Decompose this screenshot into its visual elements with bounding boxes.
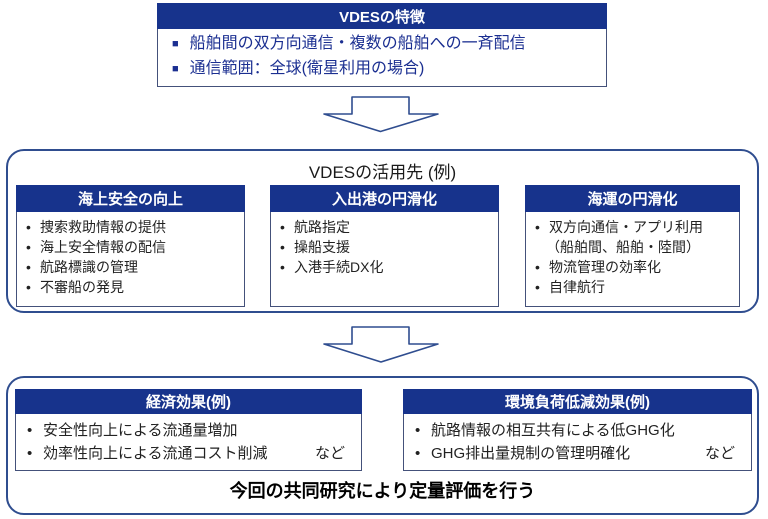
list-item: • 双方向通信・アプリ利用 (532, 217, 735, 237)
applications-title: VDESの活用先 (例) (308, 163, 457, 182)
list-item: • 航路標識の管理 (23, 257, 240, 277)
features-body: ■ 船舶間の双方向通信・複数の船舶への一斉配信 ■ 通信範囲：全球(衛星利用の場… (157, 29, 607, 87)
list-item: • 操船支援 (277, 237, 494, 257)
list-item-text: 航路標識の管理 (40, 259, 138, 275)
list-item-text: 安全性向上による流通量増加 (43, 422, 238, 439)
list-item-text: 自律航行 (549, 279, 605, 295)
effect-box-body: • 航路情報の相互共有による低GHG化 • GHG排出量規制の管理明確化 など (403, 414, 752, 471)
list-item: • 不審船の発見 (23, 277, 240, 297)
dot-bullet-icon: • (27, 422, 33, 439)
list-item-text: 海上安全情報の配信 (40, 239, 166, 255)
list-item: • 捜索救助情報の提供 (23, 217, 240, 237)
features-title: VDESの特徴 (157, 3, 607, 29)
effects-section: 経済効果(例) • 安全性向上による流通量増加 • 効率性向上による流通コスト削減 な… (6, 376, 759, 515)
dot-bullet-icon: • (27, 445, 33, 462)
dot-bullet-icon: • (280, 239, 285, 255)
list-item: • 入港手続DX化 (277, 257, 494, 277)
square-bullet-icon: ■ (172, 63, 179, 75)
application-box-title: 入出港の円滑化 (270, 185, 499, 212)
list-item-text: 操船支援 (294, 239, 350, 255)
applications-section: VDESの活用先 (例) 海上安全の向上 • 捜索救助情報の提供 • 海上安全情報の… (6, 149, 759, 313)
effect-box-body: • 安全性向上による流通量増加 • 効率性向上による流通コスト削減 など (15, 414, 362, 471)
dot-bullet-icon: • (280, 219, 285, 235)
list-item-text: 効率性向上による流通コスト削減 (43, 445, 268, 462)
feature-text: 船舶間の双方向通信・複数の船舶への一斉配信 (189, 35, 526, 52)
effect-box-environmental: 環境負荷低減効果(例) • 航路情報の相互共有による低GHG化 • GHG排出量規制… (403, 389, 752, 471)
list-item-continuation: （船舶間、船舶・陸間） (532, 237, 735, 257)
application-box-shipping: 海運の円滑化 • 双方向通信・アプリ利用 （船舶間、船舶・陸間） • 物流管理の効率… (525, 185, 740, 307)
application-box-body: • 捜索救助情報の提供 • 海上安全情報の配信 • 航路標識の管理 • 不審船の発見 (16, 212, 245, 307)
effect-box-economic: 経済効果(例) • 安全性向上による流通量増加 • 効率性向上による流通コスト削減 な… (15, 389, 362, 471)
list-item: • 安全性向上による流通量増加 (24, 419, 357, 442)
dot-bullet-icon: • (26, 259, 31, 275)
effect-box-title: 経済効果(例) (15, 389, 362, 414)
list-item: • 航路情報の相互共有による低GHG化 (412, 419, 747, 442)
square-bullet-icon: ■ (172, 38, 179, 50)
dot-bullet-icon: • (535, 279, 540, 295)
down-arrow-icon (323, 96, 439, 133)
list-item-text: （船舶間、船舶・陸間） (546, 239, 700, 255)
list-item-text: 捜索救助情報の提供 (40, 219, 166, 235)
list-item-text: 不審船の発見 (40, 279, 124, 295)
feature-item: ■ 船舶間の双方向通信・複数の船舶への一斉配信 (168, 32, 598, 57)
application-box-port-entry: 入出港の円滑化 • 航路指定 • 操船支援 • 入港手続DX化 (270, 185, 499, 307)
dot-bullet-icon: • (280, 259, 285, 275)
dot-bullet-icon: • (415, 445, 421, 462)
application-box-title: 海運の円滑化 (525, 185, 740, 212)
application-box-body: • 双方向通信・アプリ利用 （船舶間、船舶・陸間） • 物流管理の効率化 • 自律航行 (525, 212, 740, 307)
list-item-text: 航路指定 (294, 219, 350, 235)
application-box-body: • 航路指定 • 操船支援 • 入港手続DX化 (270, 212, 499, 307)
feature-text: 通信範囲：全球(衛星利用の場合) (189, 60, 425, 77)
features-box: VDESの特徴 ■ 船舶間の双方向通信・複数の船舶への一斉配信 ■ 通信範囲：全… (157, 3, 607, 87)
etc-label: など (704, 445, 735, 462)
dot-bullet-icon: • (26, 219, 31, 235)
list-item-text: 双方向通信・アプリ利用 (549, 219, 703, 235)
list-item-text: 航路情報の相互共有による低GHG化 (431, 422, 675, 439)
list-item: • GHG排出量規制の管理明確化 など (412, 442, 747, 465)
dot-bullet-icon: • (26, 279, 31, 295)
list-item: • 航路指定 (277, 217, 494, 237)
list-item: • 効率性向上による流通コスト削減 など (24, 442, 357, 465)
list-item-text: 物流管理の効率化 (549, 259, 661, 275)
dot-bullet-icon: • (26, 239, 31, 255)
effect-box-title: 環境負荷低減効果(例) (403, 389, 752, 414)
list-item-text: GHG排出量規制の管理明確化 (431, 445, 631, 462)
application-box-maritime-safety: 海上安全の向上 • 捜索救助情報の提供 • 海上安全情報の配信 • 航路標識の管理 •… (16, 185, 245, 307)
list-item: • 物流管理の効率化 (532, 257, 735, 277)
dot-bullet-icon: • (535, 259, 540, 275)
etc-label: など (314, 445, 345, 462)
list-item: • 海上安全情報の配信 (23, 237, 240, 257)
dot-bullet-icon: • (535, 219, 540, 235)
list-item: • 自律航行 (532, 277, 735, 297)
feature-item: ■ 通信範囲：全球(衛星利用の場合) (168, 57, 598, 82)
study-statement: 今回の共同研究により定量評価を行う (229, 481, 536, 501)
dot-bullet-icon: • (415, 422, 421, 439)
application-box-title: 海上安全の向上 (16, 185, 245, 212)
list-item-text: 入港手続DX化 (294, 259, 384, 275)
down-arrow-icon (323, 326, 439, 363)
